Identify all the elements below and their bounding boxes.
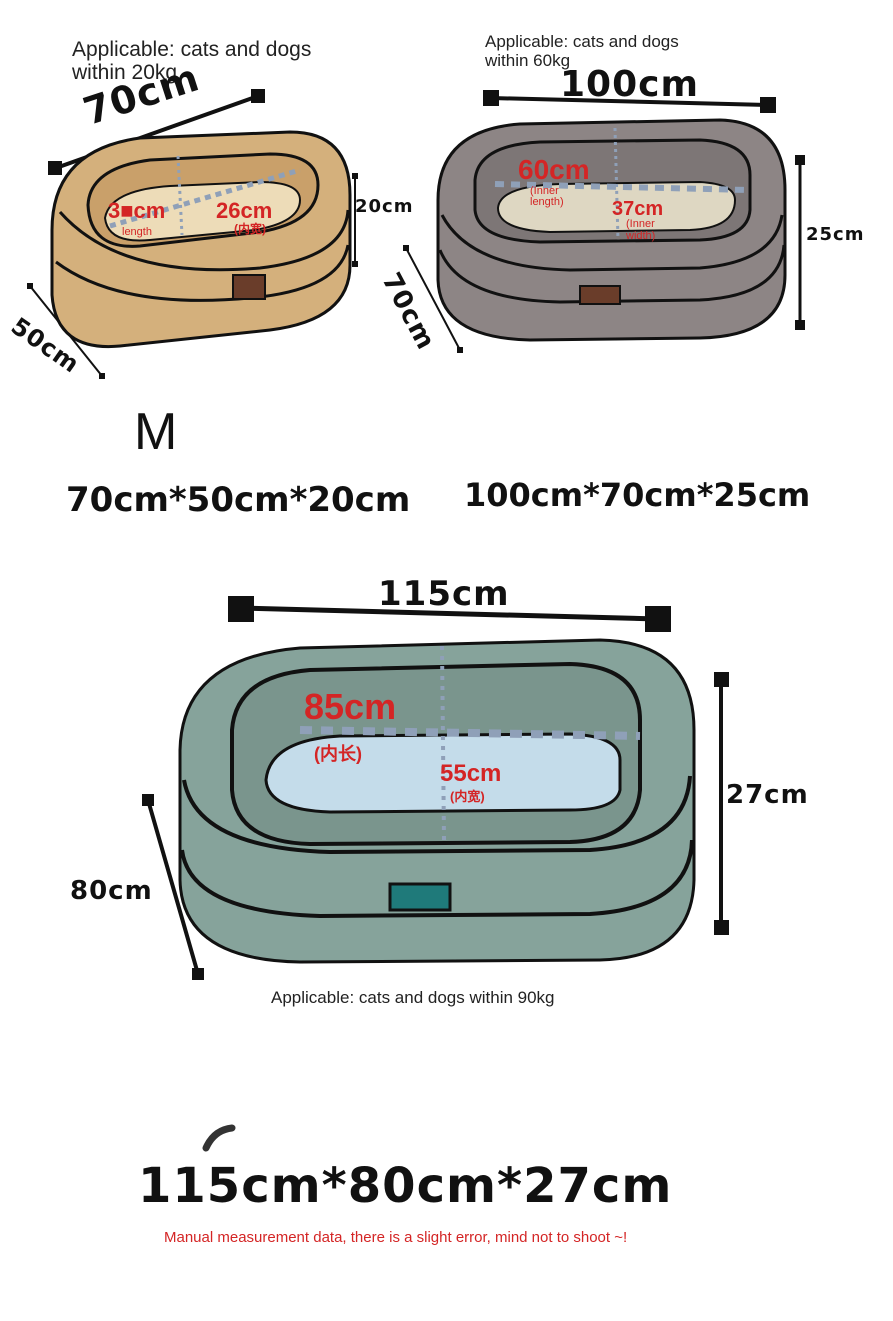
inner-width-m: 26cm <box>216 198 273 223</box>
applicable-xl: Applicable: cats and dogs within 90kg <box>271 988 555 1007</box>
inner-length-note-m: length <box>122 226 152 238</box>
length-label-l: 100cm <box>560 64 699 105</box>
inner-width-note-l: (Inner width) <box>626 218 656 242</box>
inner-width-l: 37cm <box>612 198 664 220</box>
dimensions-xl: 115cm*80cm*27cm <box>138 1158 673 1214</box>
inner-width-note-m: (内宽) <box>234 222 266 236</box>
inner-width-xl: 55cm <box>440 760 502 787</box>
inner-length-xl: 85cm <box>304 686 397 727</box>
width-label-xl: 80cm <box>70 876 153 906</box>
bed-tag-l <box>579 285 621 305</box>
inner-length-l: 60cm <box>518 154 590 185</box>
applicable-m: Applicable: cats and dogs within 20kg <box>72 38 312 84</box>
inner-length-note-xl: (内长) <box>314 744 362 764</box>
inner-length-note-l: (Inner length) <box>530 185 564 208</box>
bed-tag-m <box>232 274 266 300</box>
length-label-xl: 115cm <box>378 574 510 614</box>
bed-tag-xl <box>388 882 452 912</box>
inner-length-m: 3■cm <box>108 198 166 223</box>
inner-width-note-xl: (内宽) <box>450 789 485 804</box>
height-label-xl: 27cm <box>726 780 809 810</box>
size-label-m: M <box>134 403 178 461</box>
dimensions-m: 70cm*50cm*20cm <box>66 480 411 520</box>
height-label-m: 20cm <box>355 196 414 217</box>
height-label-l: 25cm <box>806 224 865 245</box>
footnote: Manual measurement data, there is a slig… <box>164 1229 628 1246</box>
dimensions-l: 100cm*70cm*25cm <box>464 476 811 514</box>
applicable-l: Applicable: cats and dogs within 60kg <box>485 32 679 70</box>
